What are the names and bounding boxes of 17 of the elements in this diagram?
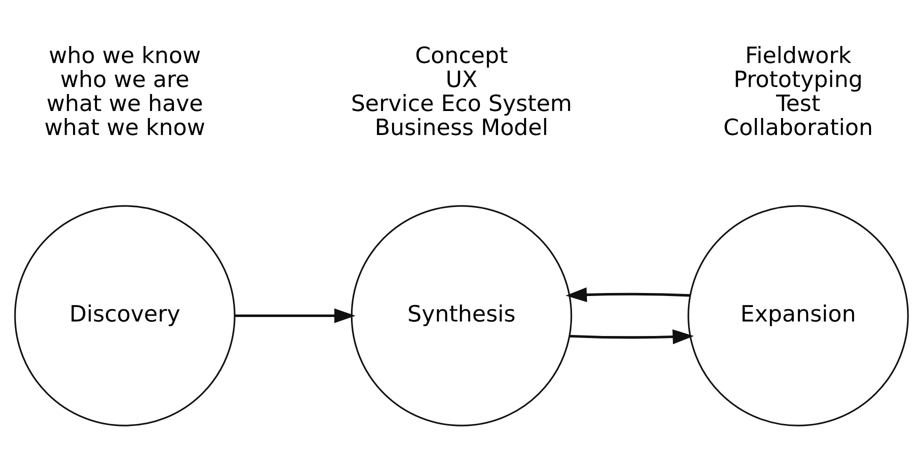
arrow	[569, 328, 694, 344]
arrow	[234, 308, 356, 323]
node-label: Test	[776, 90, 820, 116]
arrow	[566, 286, 690, 302]
node-circle: Expansion	[688, 204, 909, 426]
node-label: Collaboration	[723, 114, 873, 140]
node-label: Fieldwork	[745, 42, 852, 68]
node-label: who we are	[60, 66, 190, 92]
node-label: what we have	[46, 90, 204, 116]
node-circle: Synthesis	[350, 204, 572, 426]
node-label: UX	[446, 66, 478, 92]
node-label: Prototyping	[734, 66, 863, 92]
node-label: Service Eco System	[350, 90, 572, 116]
node-circle: Discovery	[14, 204, 236, 426]
node-label: who we know	[48, 42, 201, 68]
node-label: Concept	[415, 42, 508, 68]
node-label: what we know	[44, 114, 206, 140]
